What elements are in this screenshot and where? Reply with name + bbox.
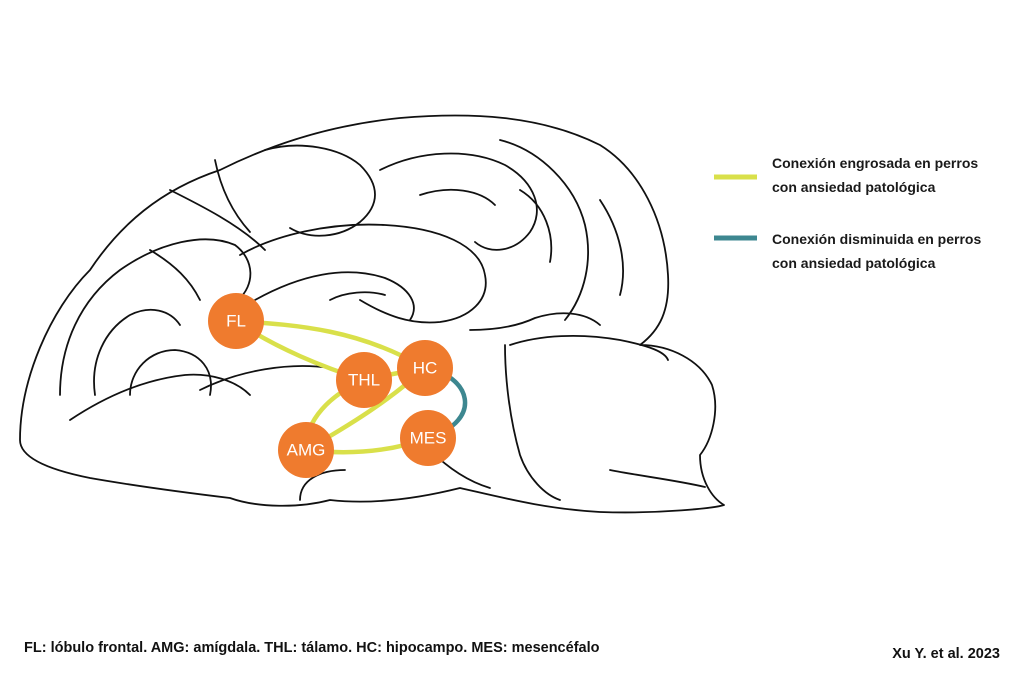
node-mes-label: MES bbox=[410, 429, 447, 448]
nodes: FL THL HC AMG MES bbox=[208, 293, 456, 478]
node-thl: THL bbox=[336, 352, 392, 408]
abbreviations-caption: FL: lóbulo frontal. AMG: amígdala. THL: … bbox=[24, 640, 600, 656]
legend-decreased-line2: con ansiedad patológica bbox=[772, 255, 936, 271]
citation: Xu Y. et al. 2023 bbox=[892, 646, 1000, 662]
node-amg-label: AMG bbox=[287, 441, 326, 460]
legend-increased-line2: con ansiedad patológica bbox=[772, 179, 936, 195]
connection-fl-hc bbox=[233, 318, 428, 371]
node-hc-label: HC bbox=[413, 359, 438, 378]
node-amg: AMG bbox=[278, 422, 334, 478]
node-fl-label: FL bbox=[226, 312, 246, 331]
legend-decreased-line1: Conexión disminuida en perros bbox=[772, 231, 981, 247]
brain-outline bbox=[19, 114, 725, 514]
node-hc: HC bbox=[397, 340, 453, 396]
legend: Conexión engrosada en perros con ansieda… bbox=[714, 155, 981, 271]
legend-increased-line1: Conexión engrosada en perros bbox=[772, 155, 978, 171]
node-fl: FL bbox=[208, 293, 264, 349]
node-mes: MES bbox=[400, 410, 456, 466]
node-thl-label: THL bbox=[348, 371, 380, 390]
